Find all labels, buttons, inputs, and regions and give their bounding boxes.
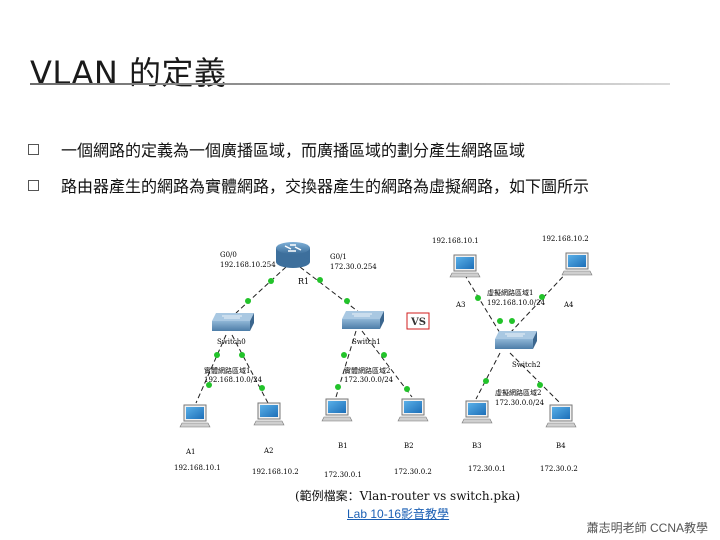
switch2-icon [495,331,537,349]
switch1-name: Switch1 [352,338,381,346]
link-r1-switch0 [235,266,287,314]
router-g01-label: G0/1 [330,253,347,261]
laptop-icon-b2 [397,398,429,422]
router-g01-ip: 172.30.0.254 [330,263,377,271]
host-b3-ip: 172.30.0.1 [468,465,506,473]
port-dot [537,382,543,388]
vs-box [406,312,430,330]
title-divider [30,83,670,85]
laptop-icon-a4 [561,252,593,276]
vlan1-label: 虛擬網路區域1 [487,288,533,297]
router-g00-label: G0/0 [220,251,237,259]
host-b4-ip: 172.30.0.2 [540,465,578,473]
port-dot [268,278,274,284]
port-dot [214,352,220,358]
port-dot [206,382,212,388]
diagram-caption: (範例檔案：Vlan-router vs switch.pka) [295,489,521,503]
laptop-icon-a3 [449,254,481,278]
credit-text: 蕭志明老師 CCNA教學 [586,521,708,535]
bullet-square-icon [28,179,39,191]
link-switch1-b2 [361,330,413,398]
host-b3-name: B3 [472,442,482,450]
port-dot [335,384,341,390]
link-switch0-a2 [231,334,269,404]
laptop-icon-b4 [545,404,577,428]
switch0-net-label: 實體網路區域1 [204,366,250,375]
host-a1-name: A1 [185,448,196,456]
host-a4-ip: 192.168.10.2 [542,235,589,243]
port-dot [344,298,350,304]
link-switch2-a3 [459,266,501,334]
lab-video-link[interactable]: Lab 10-16影音教學 [347,507,450,521]
page-title: VLAN 的定義 [30,54,227,92]
switch0-name: Switch0 [217,338,246,346]
vlan2-ip: 172.30.0.0/24 [495,399,545,407]
router-g00-ip: 192.168.10.254 [220,261,276,269]
host-b4-name: B4 [556,442,566,450]
port-dot [245,298,251,304]
port-dot [259,385,265,391]
port-indicators [206,277,545,392]
router-name: R1 [298,277,309,286]
link-switch2-a4 [509,266,573,334]
host-a1-ip: 192.168.10.1 [174,464,221,472]
link-switch2-b4 [509,352,561,404]
vlan1-ip: 192.168.10.0/24 [487,299,546,307]
port-dot [381,352,387,358]
link-switch0-a1 [195,334,227,404]
host-a4-name: A4 [563,301,574,309]
laptop-icon-b3 [461,400,493,424]
bullet-text: 一個網路的定義為一個廣播區域，而廣播區域的劃分產生網路區域 [61,141,526,160]
bullet-text: 路由器產生的網路為實體網路，交換器產生的網路為虛擬網路，如下圖所示 [61,177,590,196]
bullet-square-icon [28,143,39,155]
port-dot [497,318,503,324]
port-dot [404,386,410,392]
switch0-icon [212,313,254,331]
host-b2-ip: 172.30.0.2 [394,468,432,476]
laptop-icon-b1 [321,398,353,422]
laptop-icon-a1 [179,404,211,428]
vlan2-label: 虛擬網路區域2 [495,388,541,397]
port-dot [483,378,489,384]
switch2-name: Switch2 [512,361,541,369]
router-icon [276,242,310,268]
host-a3-ip: 192.168.10.1 [432,237,479,245]
host-a2-name: A2 [263,447,274,455]
switch1-net-label: 實體網路區域2 [344,366,390,375]
bullet-item: 路由器產生的網路為實體網路，交換器產生的網路為虛擬網路，如下圖所示 [28,173,589,197]
link-switch2-b3 [475,352,501,400]
bullet-item: 一個網路的定義為一個廣播區域，而廣播區域的劃分產生網路區域 [28,137,525,161]
port-dot [539,294,545,300]
port-dot [341,352,347,358]
network-diagram: R1 G0/0 192.168.10.254 G0/1 172.30.0.254… [174,235,593,479]
host-b1-name: B1 [338,442,348,450]
vs-label: VS [410,317,426,328]
port-dot [509,318,515,324]
host-b1-ip: 172.30.0.1 [324,471,362,479]
switch1-icon [342,311,384,329]
port-dot [317,277,323,283]
host-a2-ip: 192.168.10.2 [252,468,299,476]
host-a3-name: A3 [455,301,466,309]
host-b2-name: B2 [404,442,414,450]
switch1-net-ip: 172.30.0.0/24 [344,376,394,384]
link-r1-switch1 [299,266,361,314]
switch0-net-ip: 192.168.10.0/24 [204,376,263,384]
port-dot [475,295,481,301]
port-dot [239,352,245,358]
laptop-icon-a2 [253,402,285,426]
